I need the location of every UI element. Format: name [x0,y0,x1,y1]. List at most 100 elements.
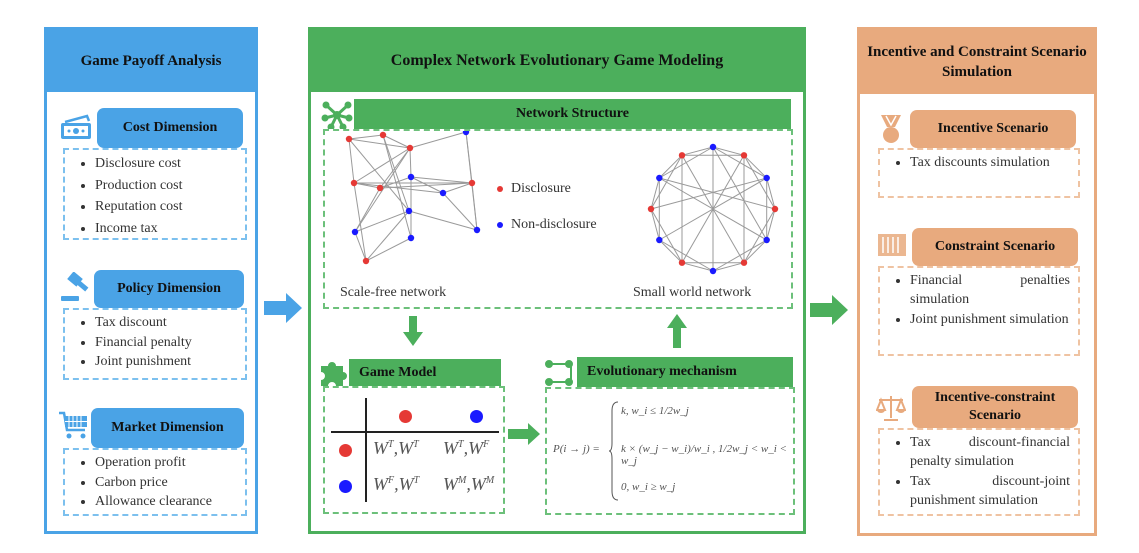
network-edge [659,177,776,210]
row-disclosure-icon [339,444,352,457]
disclosure-node [379,131,387,139]
network-edge [353,182,367,262]
money-icon [59,113,95,148]
network-edge [354,231,367,262]
list-item: Joint punishment [95,352,245,372]
network-edge [659,177,767,241]
incentive-constraint-scenario-list: Tax discount-financial penalty simulatio… [878,428,1080,516]
network-edge [365,210,410,262]
disclosure-dot-icon [497,186,503,192]
formula-lhs: P(i → j) = [553,443,600,455]
non-disclosure-node [405,207,413,215]
small-world-network-graph [647,143,779,275]
network-edge [650,177,660,210]
non-disclosure-node [709,143,717,151]
network-edge [766,177,776,210]
non-disclosure-node [656,174,663,182]
list-item: Reputation cost [95,196,245,218]
network-edge [681,146,714,156]
panel-title: Complex Network Evolutionary Game Modeli… [311,30,803,92]
network-edge [382,134,410,212]
formula-case-1: k, w_i ≤ 1/2w_j [621,405,689,417]
disclosure-node [647,205,655,213]
col-disclosure-icon [399,410,412,423]
non-disclosure-node [407,173,415,181]
network-edge [379,147,411,189]
list-item: Tax discount [95,313,245,333]
network-edge [442,192,478,231]
evolutionary-mechanism-box: P(i → j) = k, w_i ≤ 1/2w_j k × (w_j − w_… [545,387,795,515]
cart-icon [57,410,91,447]
non-disclosure-node [763,236,770,244]
brace-icon [609,401,619,501]
scale-free-network-graph [345,131,481,265]
game-model-header: Game Model [349,359,501,386]
medal-icon [878,113,904,150]
network-edge [766,208,776,241]
network-edge [354,210,410,233]
network-game-modeling-panel: Complex Network Evolutionary Game Modeli… [308,27,806,534]
network-edge [353,147,411,184]
panel-title: Game Payoff Analysis [47,30,255,92]
list-item: Carbon price [95,473,245,493]
policy-dimension-header: Policy Dimension [94,270,244,308]
disclosure-node [740,259,748,266]
matrix-vertical-line [365,398,367,502]
scale-free-network-label: Scale-free network [340,285,447,300]
formula-case-2: k × (w_j − w_i)/w_i , 1/2w_j < w_i < w_j [621,443,787,467]
disclosure-node [771,205,779,213]
disclosure-node [678,152,686,159]
network-edge [348,138,410,212]
puzzle-icon [317,358,347,393]
list-item: Allowance clearance [95,492,245,512]
network-edge [354,147,411,233]
list-item: Disclosure cost [95,153,245,175]
network-edge [353,182,444,194]
arrow-up-icon [667,314,687,353]
market-dimension-list: Operation profit Carbon price Allowance … [63,448,247,516]
network-edge [382,134,411,149]
non-disclosure-node [656,236,663,244]
cost-dimension-header: Cost Dimension [97,108,243,148]
arrow-right-icon [264,292,304,329]
payoff-cell: WF,WT [373,474,420,494]
network-edge [650,208,660,241]
non-disclosure-node [407,234,415,242]
non-disclosure-dot-icon [497,222,503,228]
policy-dimension-list: Tax discount Financial penalty Joint pun… [63,308,247,380]
list-item: Financial penalties simulation [910,271,1070,309]
network-edge [348,134,384,140]
non-disclosure-node [709,267,717,275]
list-item: Joint punishment simulation [910,310,1070,329]
list-item: Income tax [95,218,245,240]
network-edge [743,239,768,264]
market-dimension-header: Market Dimension [91,408,244,448]
disclosure-node [362,257,370,265]
disclosure-node [406,144,414,152]
network-edge [409,131,467,149]
payoff-cell: WT,WF [443,438,490,458]
disclosure-node [678,259,686,266]
incentive-constraint-scenario-header: Incentive-constraint Scenario [912,386,1078,428]
network-edge [658,239,683,264]
formula-case-3: 0, w_i ≥ w_j [621,481,676,493]
legend-disclosure: Disclosure [497,181,571,197]
constraint-scenario-list: Financial penalties simulation Joint pun… [878,266,1080,356]
panel-title: Incentive and Constraint Scenario Simula… [860,30,1094,94]
arrow-right-icon [508,423,540,450]
network-edge [382,134,412,239]
non-disclosure-node [763,174,770,182]
pillar-icon [878,234,906,261]
network-structure-box: Scale-free network Disclosure Non-disclo… [323,129,793,309]
row-non-disclosure-icon [339,480,352,493]
network-edge [658,154,683,179]
game-model-box: WT,WT WT,WF WF,WT WM,WM [323,386,505,514]
incentive-scenario-list: Tax discounts simulation [878,148,1080,198]
network-edge [410,176,444,194]
network-edge [348,138,411,149]
non-disclosure-node [351,228,359,236]
cost-dimension-list: Disclosure cost Production cost Reputati… [63,148,247,240]
list-item: Production cost [95,175,245,197]
network-edge [681,262,714,272]
scenario-simulation-panel: Incentive and Constraint Scenario Simula… [857,27,1097,536]
